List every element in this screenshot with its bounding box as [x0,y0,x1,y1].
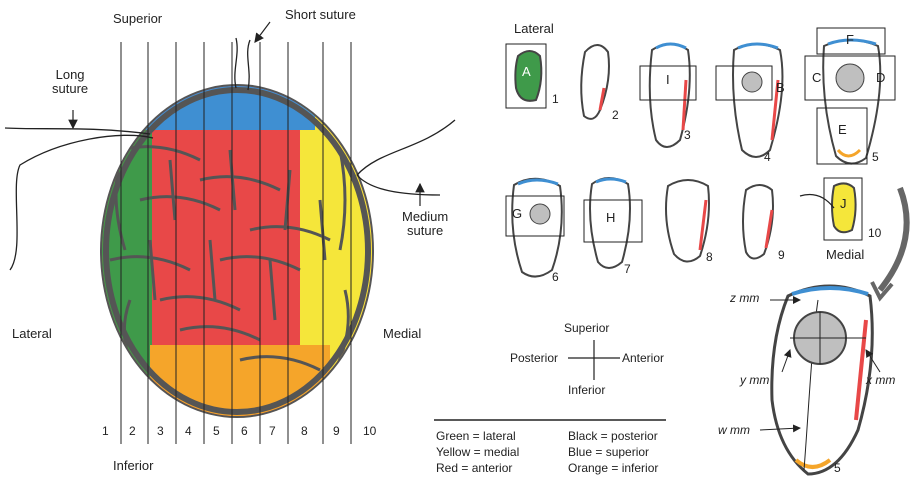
thumb-letter: H [606,210,615,225]
thumb-letter: F [846,32,854,47]
label-superior: Superior [113,12,162,26]
thumb-number: 10 [868,226,881,240]
legend-blue: Blue = superior [568,444,658,460]
label-inferior: Inferior [113,459,153,473]
measure-w: w mm [718,424,750,437]
slice-number: 5 [213,425,220,438]
thumb-letter: E [838,122,847,137]
slice-5-thumb [805,28,895,164]
legend-black: Black = posterior [568,428,658,444]
thumb-letter: B [776,80,785,95]
orientation-compass [568,340,620,380]
compass-posterior: Posterior [510,352,558,365]
legend-orange: Orange = inferior [568,460,658,476]
thumb-number: 7 [624,262,631,276]
color-legend-right: Black = posterior Blue = superior Orange… [568,428,658,476]
slice-number: 1 [102,425,109,438]
thumb-number: 5 [872,150,879,164]
main-specimen [90,70,390,450]
label-lateral-side: Lateral [12,327,52,341]
thumb-number: 8 [706,250,713,264]
enlarged-slice-label: 5 [834,462,841,475]
thumb-number: 1 [552,92,559,106]
legend-red: Red = anterior [436,460,519,476]
thumb-number: 4 [764,150,771,164]
thumb-number: 2 [612,108,619,122]
short-suture-line [235,38,237,88]
slice-number: 9 [333,425,340,438]
slice-number: 6 [241,425,248,438]
slice-number: 2 [129,425,136,438]
enlarge-arrow [880,188,907,290]
label-medium-suture: Medium suture [402,210,448,239]
thumb-letter: I [666,72,670,87]
enlarged-slice-5 [760,286,880,474]
slice-number: 7 [269,425,276,438]
compass-superior: Superior [564,322,609,335]
label-lateral-header: Lateral [514,22,554,36]
thumb-letter: G [512,206,522,221]
slice-number: 10 [363,425,376,438]
label-long-suture: Long suture [52,68,88,97]
thumb-number: 6 [552,270,559,284]
compass-anterior: Anterior [622,352,664,365]
thumb-letter: J [840,196,847,211]
slice-10-thumb [800,178,862,240]
measure-y: y mm [740,374,769,387]
slice-6-thumb [506,179,564,277]
slice-2-thumb [581,45,609,119]
slice-number: 8 [301,425,308,438]
color-legend-left: Green = lateral Yellow = medial Red = an… [436,428,519,476]
thumb-number: 9 [778,248,785,262]
slice-4-thumb [716,44,782,157]
label-short-suture: Short suture [285,8,356,22]
measure-z: z mm [730,292,759,305]
legend-green: Green = lateral [436,428,519,444]
thumb-letter: C [812,70,821,85]
slice-number: 4 [185,425,192,438]
medium-suture-line [357,120,455,175]
label-medial-footer: Medial [826,248,864,262]
thumb-number: 3 [684,128,691,142]
thumb-letter: D [876,70,885,85]
measure-x: x mm [866,374,895,387]
compass-inferior: Inferior [568,384,605,397]
legend-yellow: Yellow = medial [436,444,519,460]
slice-number: 3 [157,425,164,438]
label-medial-side: Medial [383,327,421,341]
slice-9-thumb [743,185,773,259]
thumb-letter: A [522,64,531,79]
